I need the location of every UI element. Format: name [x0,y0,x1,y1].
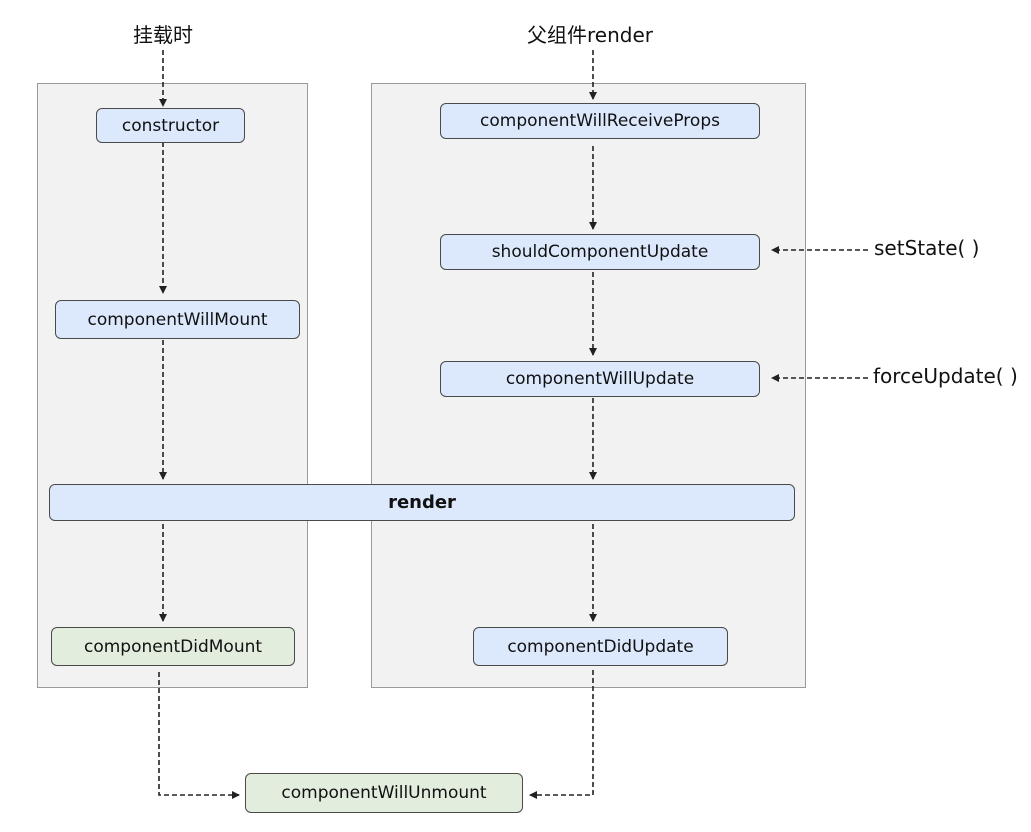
constructor-node: constructor [96,108,245,143]
component-will-mount-node: componentWillMount [55,300,300,339]
parent-render-trigger-label: 父组件render [527,23,653,47]
arrow-didmount-to-unmount [158,672,240,799]
component-will-unmount-node: componentWillUnmount [245,773,523,813]
render-node: render [49,484,795,521]
should-component-update-node: shouldComponentUpdate [440,234,760,270]
force-update-label: forceUpdate( ) [873,364,1018,388]
set-state-label: setState( ) [874,236,980,260]
arrow-didupdate-to-unmount [529,670,594,799]
mount-trigger-label: 挂载时 [133,23,193,47]
component-did-mount-node: componentDidMount [51,627,295,666]
component-will-receive-props-node: componentWillReceiveProps [440,103,760,139]
component-will-update-node: componentWillUpdate [440,361,760,397]
mount-phase-panel [37,83,308,688]
component-did-update-node: componentDidUpdate [473,627,728,666]
